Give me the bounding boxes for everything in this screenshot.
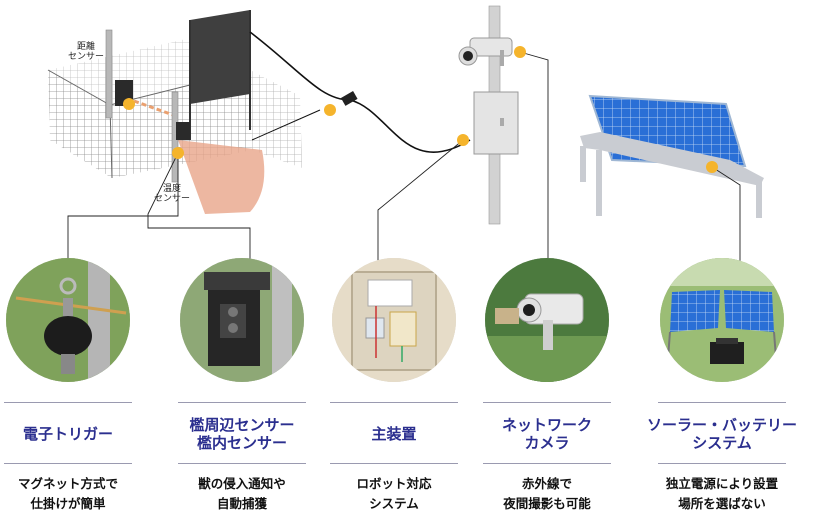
component-description: ロボット対応 システム <box>356 476 432 511</box>
divider <box>483 402 611 403</box>
component-name: ネットワーク カメラ <box>501 416 592 452</box>
accent-dots <box>123 46 718 173</box>
divider <box>658 463 786 464</box>
component-solar-battery: ソーラー・バッテリー システム 独立電源により設置 場所を選ばない <box>647 258 797 514</box>
network-camera <box>458 37 513 66</box>
component-name: 檻周辺センサー 檻内センサー <box>189 416 295 452</box>
camera-photo <box>485 258 609 382</box>
component-description: マグネット方式で 仕掛けが簡単 <box>17 476 118 511</box>
component-description: 赤外線で 夜間撮影も可能 <box>503 476 591 511</box>
equipment-pole <box>473 5 519 225</box>
divider <box>483 463 611 464</box>
divider <box>4 463 132 464</box>
divider <box>178 463 306 464</box>
temperature-sensor <box>171 91 190 183</box>
cage-gate <box>189 10 251 140</box>
divider <box>178 402 306 403</box>
solar-panel <box>580 94 764 218</box>
trigger-photo <box>6 258 130 382</box>
component-cage-sensors: 檻周辺センサー 檻内センサー 獣の侵入通知や 自動捕獲 <box>167 258 317 514</box>
sensor-photo <box>180 258 304 382</box>
detection-zone <box>178 140 265 214</box>
divider <box>330 463 458 464</box>
temperature-sensor-label: 温度 センサー <box>153 184 190 204</box>
component-name: ソーラー・バッテリー システム <box>647 416 798 452</box>
component-description: 獣の侵入通知や 自動捕獲 <box>198 476 286 511</box>
component-network-camera: ネットワーク カメラ 赤外線で 夜間撮影も可能 <box>472 258 622 514</box>
divider <box>658 402 786 403</box>
solar-photo <box>660 258 784 382</box>
component-main-unit: 主装置 ロボット対応 システム <box>319 258 469 514</box>
main-unit-photo <box>332 258 456 382</box>
component-name: 主装置 <box>371 425 417 443</box>
cable-connector <box>340 91 358 106</box>
distance-sensor-label: 距離 センサー <box>67 42 104 62</box>
component-description: 独立電源により設置 場所を選ばない <box>665 476 779 511</box>
divider <box>330 402 458 403</box>
component-name: 電子トリガー <box>22 425 113 443</box>
leader-lines <box>67 51 741 262</box>
component-electronic-trigger: 電子トリガー マグネット方式で 仕掛けが簡単 <box>0 258 143 514</box>
divider <box>4 402 132 403</box>
